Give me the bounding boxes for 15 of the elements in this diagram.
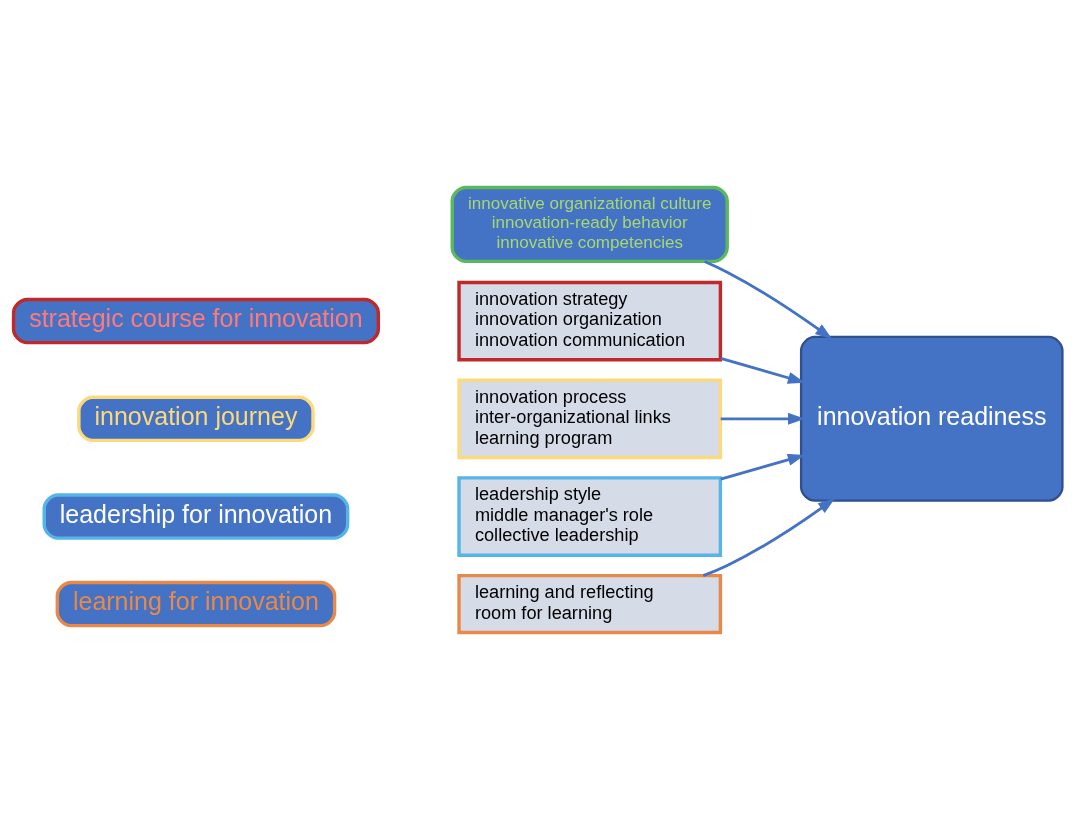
node-box: strategic course for innovation (11, 297, 381, 345)
arrow (720, 357, 805, 384)
node-box: innovation readiness (799, 335, 1064, 502)
node-box: learning for innovation (55, 580, 337, 628)
node-box: innovative organizational culture innovation-ready behavior innovative competencies (450, 185, 729, 264)
arrow (702, 498, 836, 577)
node-box: learning and reflecting room for learning (457, 573, 723, 635)
node-box: innovation journey (77, 395, 315, 443)
node-box: leadership for innovation (42, 493, 350, 540)
node-box: innovation process inter-organizational links learning program (457, 378, 723, 460)
node-box: leadership style middle manager's role collective leadership (457, 476, 723, 557)
node-box: innovation strategy innovation organization innovation communication (457, 280, 723, 362)
arrow (704, 260, 833, 340)
arrow (720, 453, 805, 481)
arrow (720, 412, 806, 425)
